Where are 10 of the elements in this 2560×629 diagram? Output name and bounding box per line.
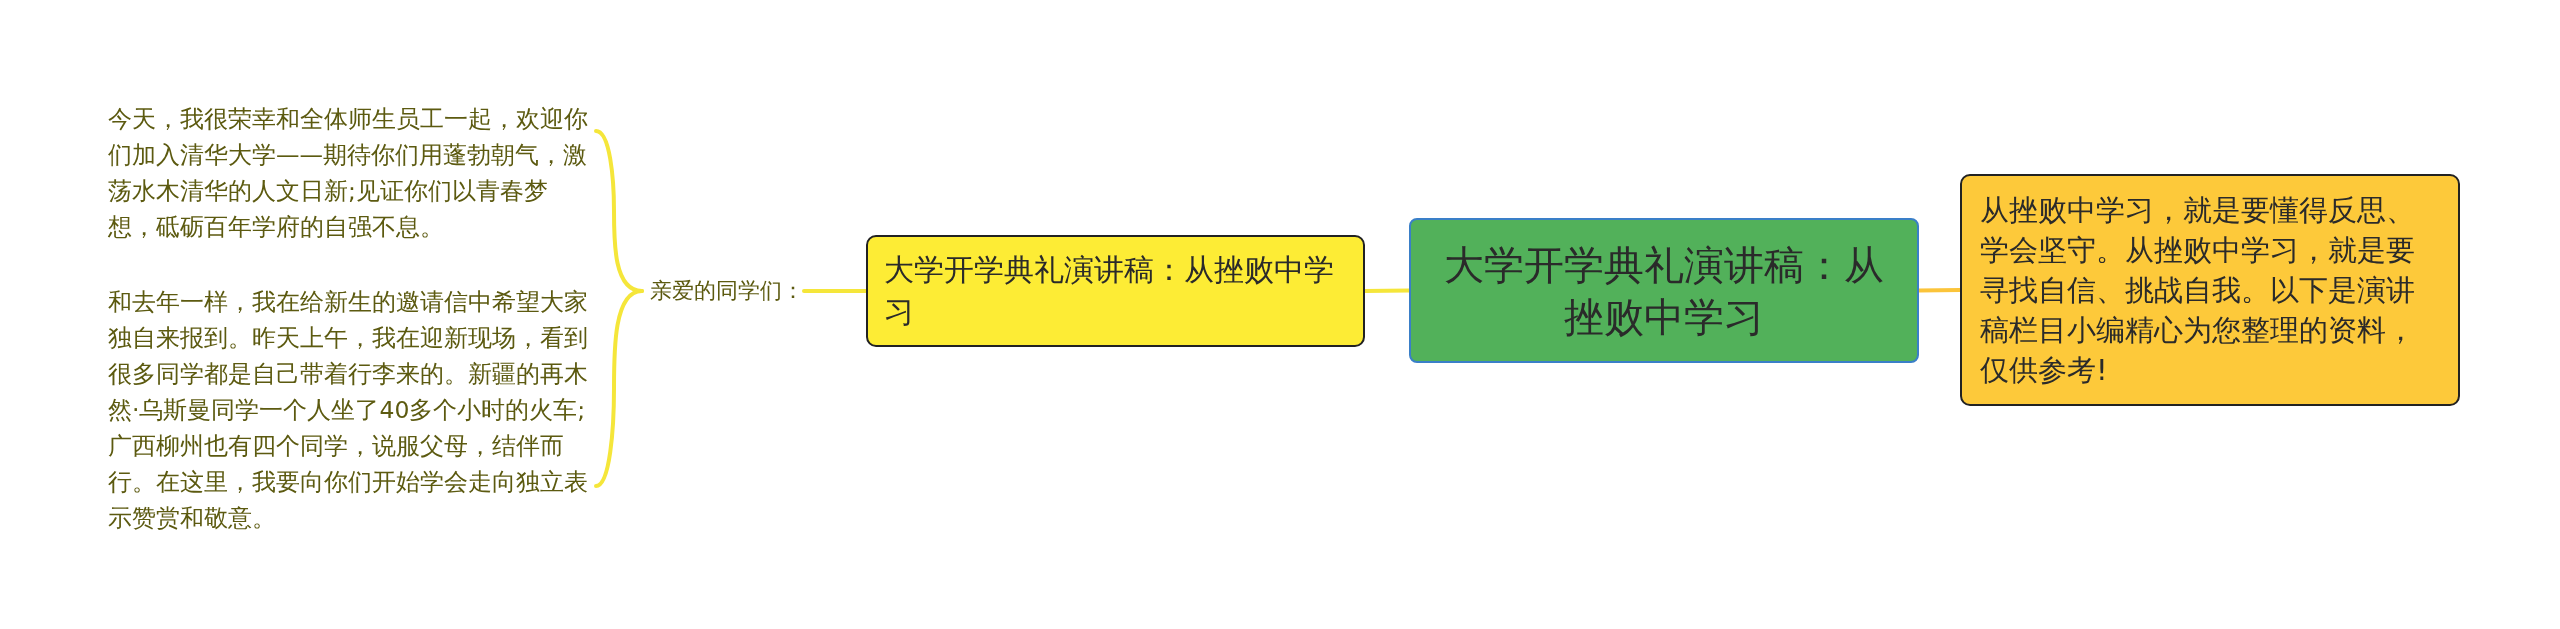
connector-line xyxy=(1363,288,1411,293)
branch-label: 亲爱的同学们： xyxy=(650,276,804,306)
paragraph-text: 和去年一样，我在给新生的邀请信中希望大家独自来报到。昨天上午，我在迎新现场，看到很多同学都是自己带着行李来的。新疆的再木然·乌斯曼同学一个人坐了40多个小时的火车;广西柳州也有四个同学，说服父母，结伴而行。在这里，我要向你们开始学会走向独立表示赞赏和敬意。 xyxy=(108,284,590,536)
connector-line xyxy=(802,289,868,293)
topic-box: 大学开学典礼演讲稿：从挫败中学习 xyxy=(866,235,1365,347)
connector-line xyxy=(594,289,644,488)
connector-line xyxy=(1917,288,1962,293)
central-topic-box: 大学开学典礼演讲稿：从挫败中学习 xyxy=(1409,218,1919,363)
topic-box: 从挫败中学习，就是要懂得反思、学会坚守。从挫败中学习，就是要寻找自信、挑战自我。以下是演讲稿栏目小编精心为您整理的资料，仅供参考! xyxy=(1960,174,2460,406)
paragraph-text: 今天，我很荣幸和全体师生员工一起，欢迎你们加入清华大学——期待你们用蓬勃朝气，激荡水木清华的人文日新;见证你们以青春梦想，砥砺百年学府的自强不息。 xyxy=(108,101,590,245)
